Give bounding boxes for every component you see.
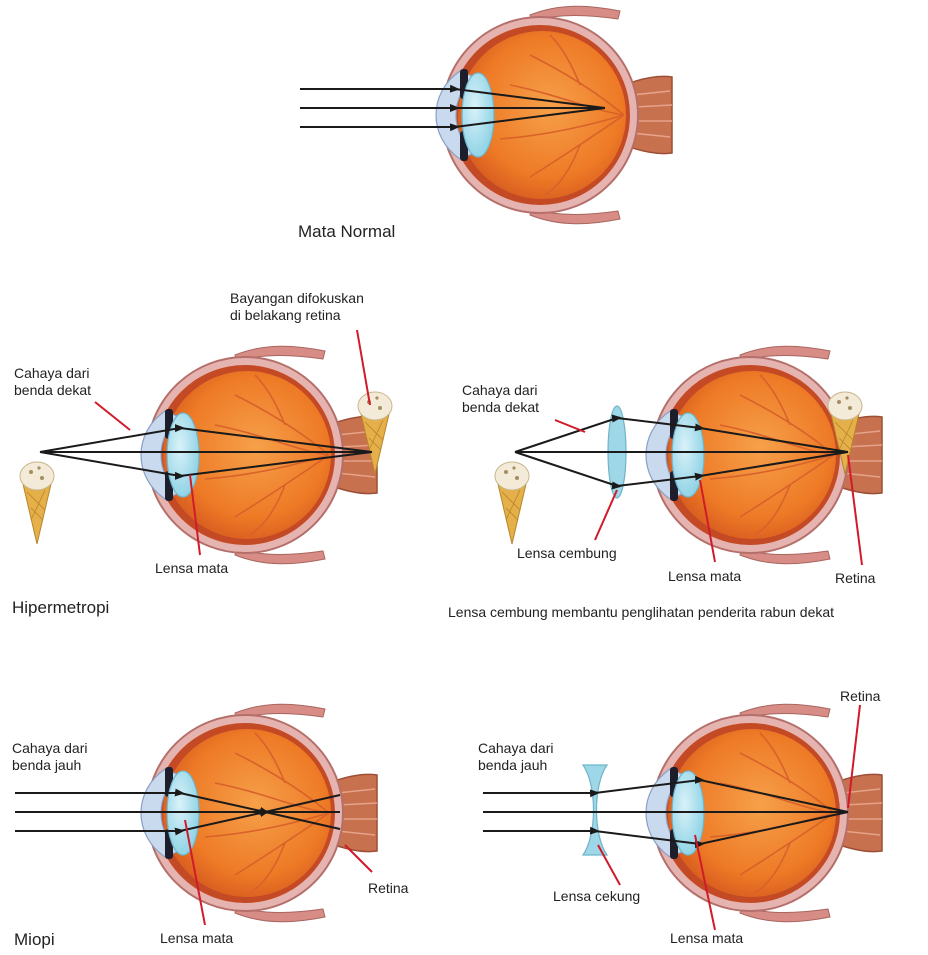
normal-eye bbox=[300, 6, 672, 224]
hyper-right-light-label: Cahaya dari benda dekat bbox=[462, 382, 539, 416]
hyper-left-lens-label: Lensa mata bbox=[155, 560, 228, 577]
hyper-left-light-label: Cahaya dari benda dekat bbox=[14, 365, 91, 399]
near-object-icon-right bbox=[495, 462, 529, 544]
convex-lens-label: Lensa cembung bbox=[517, 545, 617, 562]
myopia-left-lens-label: Lensa mata bbox=[160, 930, 233, 947]
hypermetropia-title: Hipermetropi bbox=[12, 598, 109, 618]
myopia-right-retina-label: Retina bbox=[840, 688, 880, 705]
hyper-right-caption: Lensa cembung membantu penglihatan pende… bbox=[448, 604, 834, 621]
hypermetropia-eye-right bbox=[495, 346, 882, 565]
hyper-right-lens-label: Lensa mata bbox=[668, 568, 741, 585]
myopia-eye-right bbox=[483, 704, 882, 930]
near-object-icon bbox=[20, 462, 54, 544]
concave-lens bbox=[583, 765, 607, 855]
concave-lens-label: Lensa cekung bbox=[553, 888, 640, 905]
myopia-left-light-label: Cahaya dari benda jauh bbox=[12, 740, 88, 774]
hyper-right-retina-label: Retina bbox=[835, 570, 875, 587]
normal-eye-caption: Mata Normal bbox=[298, 222, 395, 242]
myopia-title: Miopi bbox=[14, 930, 55, 950]
myopia-right-lens-label: Lensa mata bbox=[670, 930, 743, 947]
myopia-eye-left bbox=[15, 704, 377, 925]
myopia-left-retina-label: Retina bbox=[368, 880, 408, 897]
myopia-right-light-label: Cahaya dari benda jauh bbox=[478, 740, 554, 774]
hyper-image-label: Bayangan difokuskan di belakang retina bbox=[230, 290, 364, 324]
